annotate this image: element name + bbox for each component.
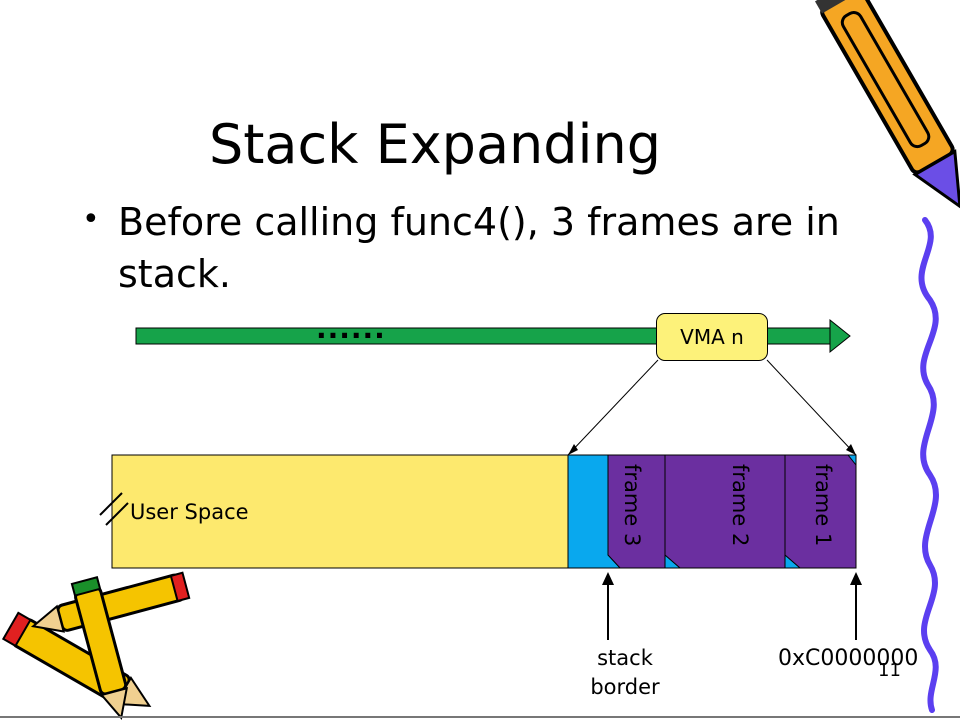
ellipsis-label: ...... bbox=[316, 312, 386, 345]
frame-3-label: frame 3 bbox=[620, 464, 644, 547]
stack-border-arrow bbox=[602, 572, 614, 640]
bullet-text: Before calling func4(), 3 frames are in … bbox=[118, 200, 840, 296]
stack-border-label: stack border bbox=[590, 646, 660, 699]
wavy-border-decoration bbox=[918, 217, 939, 713]
address-label: 0xC0000000 bbox=[778, 646, 919, 671]
break-mark bbox=[99, 492, 123, 516]
pencil-icon bbox=[815, 0, 960, 210]
frame-2-block bbox=[664, 454, 786, 569]
top-address-arrow bbox=[850, 572, 862, 640]
pencils-clipart-icon bbox=[1, 571, 191, 720]
vma-right-line bbox=[766, 359, 857, 456]
vma-box: VMA n bbox=[656, 313, 768, 361]
vma-left-line bbox=[567, 359, 659, 456]
user-space-label: User Space bbox=[130, 500, 249, 524]
user-space-block bbox=[111, 454, 569, 569]
break-mark bbox=[105, 502, 129, 526]
frame-2-label: frame 2 bbox=[728, 464, 752, 547]
frame-3-block bbox=[607, 454, 666, 569]
page-number: 11 bbox=[878, 660, 901, 681]
frame-1-label: frame 1 bbox=[811, 464, 835, 547]
frame-1-block bbox=[784, 454, 857, 569]
bottom-divider bbox=[0, 716, 960, 718]
slide-title: Stack Expanding bbox=[208, 113, 662, 176]
bullet-marker: • bbox=[82, 202, 100, 237]
